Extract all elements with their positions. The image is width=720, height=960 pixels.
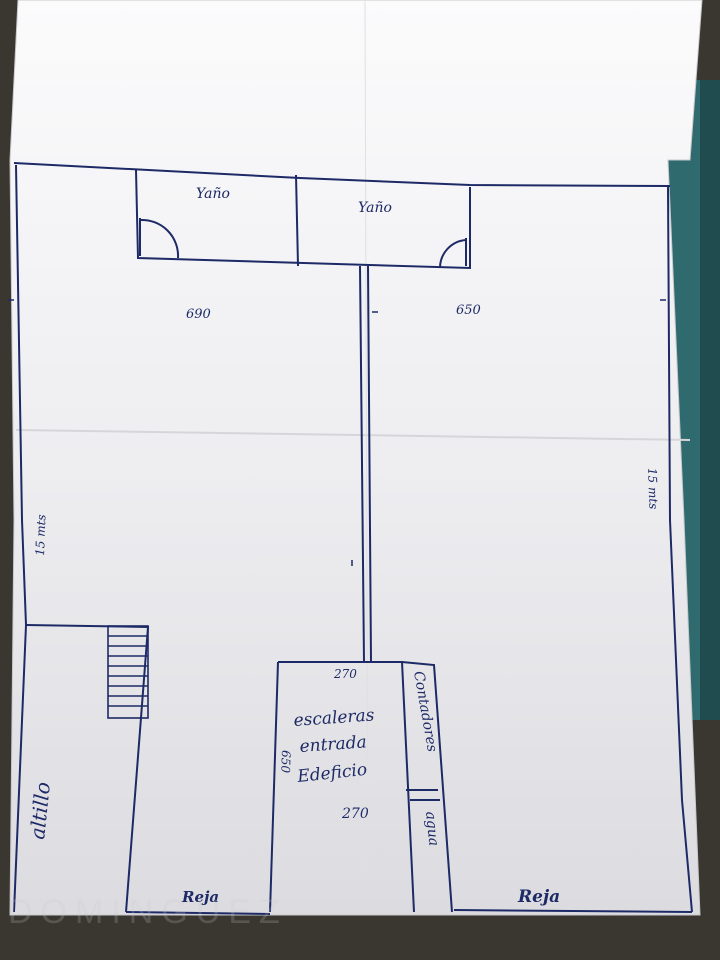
agua-label: agua bbox=[422, 811, 442, 847]
stair-inner-dim: 270 bbox=[341, 806, 369, 822]
door-swing-left bbox=[139, 218, 180, 259]
reja-right-label: Reja bbox=[517, 887, 560, 907]
left-depth-label: 15 mts bbox=[33, 514, 48, 556]
fold-line bbox=[364, 0, 369, 901]
right-depth-label: 15 mts bbox=[645, 468, 660, 510]
right-width-label: 650 bbox=[456, 303, 481, 318]
stair-side-dim: 650 bbox=[278, 750, 293, 774]
door-swing-right bbox=[438, 238, 467, 269]
plan-walls bbox=[13, 162, 693, 915]
fold-line bbox=[15, 429, 691, 441]
watermark: DOMINGUEZ bbox=[8, 893, 288, 931]
stair-top-dim: 270 bbox=[333, 667, 357, 681]
stair-icon bbox=[107, 625, 149, 719]
bano-right-label: Yaño bbox=[358, 200, 392, 216]
paper-sheet bbox=[9, 0, 703, 916]
left-width-label: 690 bbox=[186, 307, 211, 322]
stair-line2-label: entrada bbox=[299, 732, 367, 757]
altillo-label: altillo bbox=[25, 781, 55, 841]
bano-left-label: Yaño bbox=[196, 186, 230, 202]
reja-left-label: Reja bbox=[181, 888, 219, 906]
